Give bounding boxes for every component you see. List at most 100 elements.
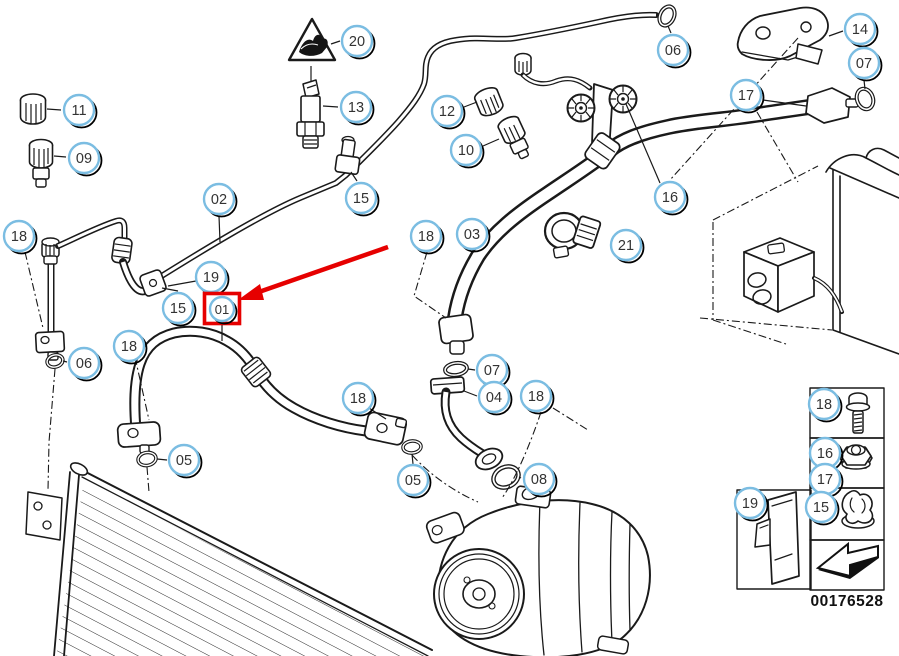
- pipe-04: [429, 376, 504, 471]
- callout-label: 03: [464, 227, 480, 243]
- callout-18[interactable]: 18: [112, 329, 148, 365]
- callout-04[interactable]: 04: [477, 380, 513, 416]
- o-ring-07-right: [854, 86, 876, 112]
- callout-03[interactable]: 03: [455, 217, 491, 253]
- callout-label: 18: [11, 229, 27, 245]
- callout-label: 14: [852, 22, 868, 38]
- hose-clamp-21: [543, 211, 602, 259]
- callout-label: 15: [170, 301, 186, 317]
- callout-label: 07: [856, 56, 872, 72]
- callout-17[interactable]: 17: [729, 78, 765, 114]
- callout-label: 15: [353, 191, 369, 207]
- callout-18[interactable]: 18: [807, 387, 843, 423]
- callout-05[interactable]: 05: [396, 463, 432, 499]
- callout-label: 15: [813, 500, 829, 516]
- callout-18[interactable]: 18: [409, 219, 445, 255]
- callout-10[interactable]: 10: [449, 133, 485, 169]
- callout-label: 21: [618, 238, 634, 254]
- callout-label: 02: [211, 192, 227, 208]
- callout-label: 16: [662, 190, 678, 206]
- hose-01-right-fitting: [363, 411, 408, 446]
- callout-label: 07: [484, 363, 500, 379]
- drier-pipe: [34, 237, 66, 361]
- service-valve-09: [28, 138, 54, 188]
- callout-08[interactable]: 08: [522, 462, 558, 498]
- callout-06[interactable]: 06: [656, 33, 692, 69]
- o-ring-06-left: [45, 353, 65, 369]
- suction-hose-03: [438, 52, 859, 355]
- callout-17[interactable]: 17: [808, 462, 844, 498]
- hose-crimp: [240, 356, 272, 388]
- callout-label: 16: [817, 446, 833, 462]
- reference-lines: [24, 37, 799, 503]
- valve-cap-11: [19, 93, 47, 125]
- document-number: 00176528: [811, 593, 884, 610]
- callout-12[interactable]: 12: [430, 94, 466, 130]
- callout-13[interactable]: 13: [339, 90, 375, 126]
- pressure-hose-01: [116, 325, 408, 454]
- o-ring-08: [491, 464, 521, 490]
- callout-label: 18: [816, 397, 832, 413]
- callout-11[interactable]: 11: [62, 93, 98, 129]
- bracket-plate-icon: [754, 491, 800, 585]
- callout-15[interactable]: 15: [804, 490, 840, 526]
- mounting-wall-outline: [699, 165, 833, 345]
- o-ring-05-center: [401, 439, 423, 455]
- callout-20[interactable]: 20: [340, 24, 376, 60]
- callout-18[interactable]: 18: [2, 219, 38, 255]
- o-ring-05-left: [136, 450, 158, 468]
- legend: 00176528: [736, 387, 885, 610]
- callout-01[interactable]: 01: [202, 291, 242, 326]
- callout-label: 08: [531, 472, 547, 488]
- callout-06[interactable]: 06: [67, 346, 103, 382]
- callout-label: 13: [348, 100, 364, 116]
- callout-label: 10: [458, 143, 474, 159]
- callout-label: 20: [349, 34, 365, 50]
- pressure-sensor-13: [296, 66, 325, 149]
- callout-19[interactable]: 19: [733, 486, 769, 522]
- bracket-14: [736, 6, 829, 65]
- callout-21[interactable]: 21: [609, 228, 645, 264]
- callout-label: 12: [439, 104, 455, 120]
- callout-16[interactable]: 16: [653, 180, 689, 216]
- callout-label: 04: [486, 390, 502, 406]
- bolt-icon: [845, 392, 871, 434]
- callout-18[interactable]: 18: [519, 379, 555, 415]
- callout-05[interactable]: 05: [167, 443, 203, 479]
- callout-label: 18: [528, 389, 544, 405]
- callout-15[interactable]: 15: [161, 291, 197, 327]
- callout-label: 06: [76, 356, 92, 372]
- callout-15[interactable]: 15: [344, 181, 380, 217]
- callout-18[interactable]: 18: [341, 381, 377, 417]
- condenser: [25, 462, 433, 656]
- flange-nut-icon: [839, 444, 873, 470]
- pipe-junction-bracket: [139, 269, 167, 297]
- direction-arrow-icon: [815, 541, 879, 579]
- warning-triangle: [287, 17, 337, 62]
- callout-09[interactable]: 09: [67, 141, 103, 177]
- callout-label: 19: [203, 270, 219, 286]
- leader-lines: [46, 25, 866, 479]
- o-ring-07-mid: [443, 360, 469, 378]
- compressor-front-fitting: [425, 511, 465, 544]
- callout-02[interactable]: 02: [202, 182, 238, 218]
- clip-icon: [841, 489, 875, 529]
- callout-07[interactable]: 07: [847, 46, 883, 82]
- callout-label: 05: [405, 473, 421, 489]
- callout-14[interactable]: 14: [843, 12, 879, 48]
- electrical-connector: [743, 237, 844, 314]
- callout-label: 11: [71, 103, 86, 119]
- valve-cap-12: [473, 86, 504, 117]
- callout-label: 17: [817, 472, 833, 488]
- callout-label: 06: [665, 43, 681, 59]
- callout-19[interactable]: 19: [194, 260, 230, 296]
- evaporator-unit: [825, 147, 899, 355]
- service-valve-left: [41, 237, 60, 265]
- condenser-bracket: [25, 491, 63, 541]
- bracket-valve: [514, 52, 593, 91]
- callout-label: 18: [121, 339, 137, 355]
- callout-label: 17: [738, 88, 754, 104]
- callout-label: 18: [350, 391, 366, 407]
